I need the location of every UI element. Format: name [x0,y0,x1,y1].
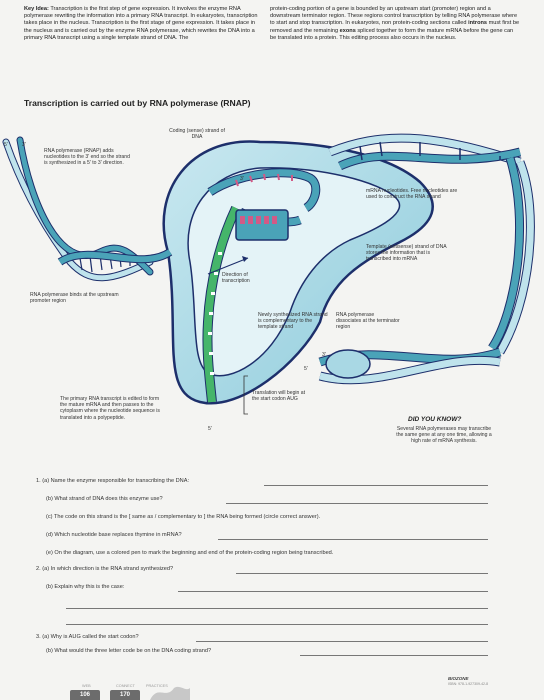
section-heading: Transcription is carried out by RNA poly… [24,98,251,108]
exons-term: exons [339,27,356,34]
answer-line-2a[interactable] [236,573,488,574]
three-prime-label-left: 3' [22,142,26,148]
answer-line-1d[interactable] [218,539,488,540]
direction-label: Direction of transcription [222,272,250,285]
intro-right-text-a: protein-coding portion of a gene is boun… [270,6,518,27]
page-number-right: 170 [110,690,140,700]
newly-synthesized-label: Newly synthesized RNA strand is compleme… [258,312,328,331]
key-idea-label: Key Idea: [24,6,49,12]
promoter-label: RNA polymerase binds at the upstream pro… [30,292,119,305]
isbn-text: ISBN: 978-1-927309-42-8 [448,682,489,686]
intro-left-text: Transcription is the first step of gene … [24,6,258,41]
footer-wave-icon [150,686,190,700]
transcription-diagram [2,133,535,415]
answer-line-1a[interactable] [264,485,488,486]
question-1b: (b) What strand of DNA does this enzyme … [46,496,163,502]
question-1a: 1. (a) Name the enzyme responsible for t… [36,478,189,484]
three-prime-small-label: 3' [322,352,326,358]
dna-helix-right-top [328,133,522,171]
answer-line-2b-2[interactable] [66,608,488,609]
intro-right-text-c: spliced together to form the mature mRNA… [270,27,514,41]
three-prime-inner-label: 3' [240,176,244,182]
mrna-strand [202,205,241,403]
intro-right-column: protein-coding portion of a gene is boun… [270,6,520,42]
publisher-logo: BIOZONE [448,676,469,681]
start-codon-label: Translation will begin at the start codo… [252,390,306,403]
coding-strand-top [207,168,321,212]
dna-helix-middle-left [57,248,173,266]
question-3b: (b) What would the three letter code be … [46,648,212,654]
question-2a: 2. (a) In which direction is the RNA str… [36,566,174,572]
question-1c: (c) The code on this strand is the [ sam… [46,514,321,520]
introns-term: introns [468,20,488,27]
answer-line-3a[interactable] [196,641,488,642]
question-1d: (d) Which nucleotide base replaces thymi… [46,532,182,538]
five-prime-bottom-label: 5' [208,426,212,432]
answer-line-1b[interactable] [226,503,488,504]
question-3a: 3. (a) Why is AUG called the start codon… [36,634,139,640]
answer-line-2b-3[interactable] [66,624,488,625]
mrna-nucleotides-label: mRNA nucleotides. Free nucleotides are u… [366,188,458,201]
question-1e: (e) On the diagram, use a colored pen to… [46,550,334,556]
page-number-left: 106 [70,690,100,700]
rna-polymerase-active-site [235,209,289,241]
intro-left-column: Key Idea: Transcription is the first ste… [24,6,260,42]
direction-arrow [207,257,249,275]
intro-right-text-b: must first be removed and the remaining [270,20,520,34]
five-prime-label-left: 5' [4,142,8,148]
rnap-label: RNA polymerase (RNAP) adds nucleotides t… [44,148,130,167]
answer-line-2b-1[interactable] [178,591,488,592]
answer-line-3b[interactable] [300,655,488,656]
template-strand-label: Template (antisense) strand of DNA store… [366,244,447,263]
five-prime-small-label: 5' [304,366,308,372]
question-2b: (b) Explain why this is the case: [46,584,125,590]
terminator-label: RNA polymerase dissociates at the termin… [336,312,400,331]
dna-helix-lower-right [318,347,502,385]
primary-transcript-label: The primary RNA transcript is edited to … [60,396,160,421]
footer-label-practices: PRACTICES [146,684,168,688]
footer-label-web: WEB [82,684,91,688]
did-you-know-text: Several RNA polymerases may transcribe t… [396,426,492,445]
footer-label-connect: CONNECT [116,684,135,688]
did-you-know-title: DID YOU KNOW? [408,416,462,423]
coding-strand-label: Coding (sense) strand of DNA [169,128,225,141]
transcript-bracket [243,375,248,415]
dna-helix-right-curve [488,156,535,355]
